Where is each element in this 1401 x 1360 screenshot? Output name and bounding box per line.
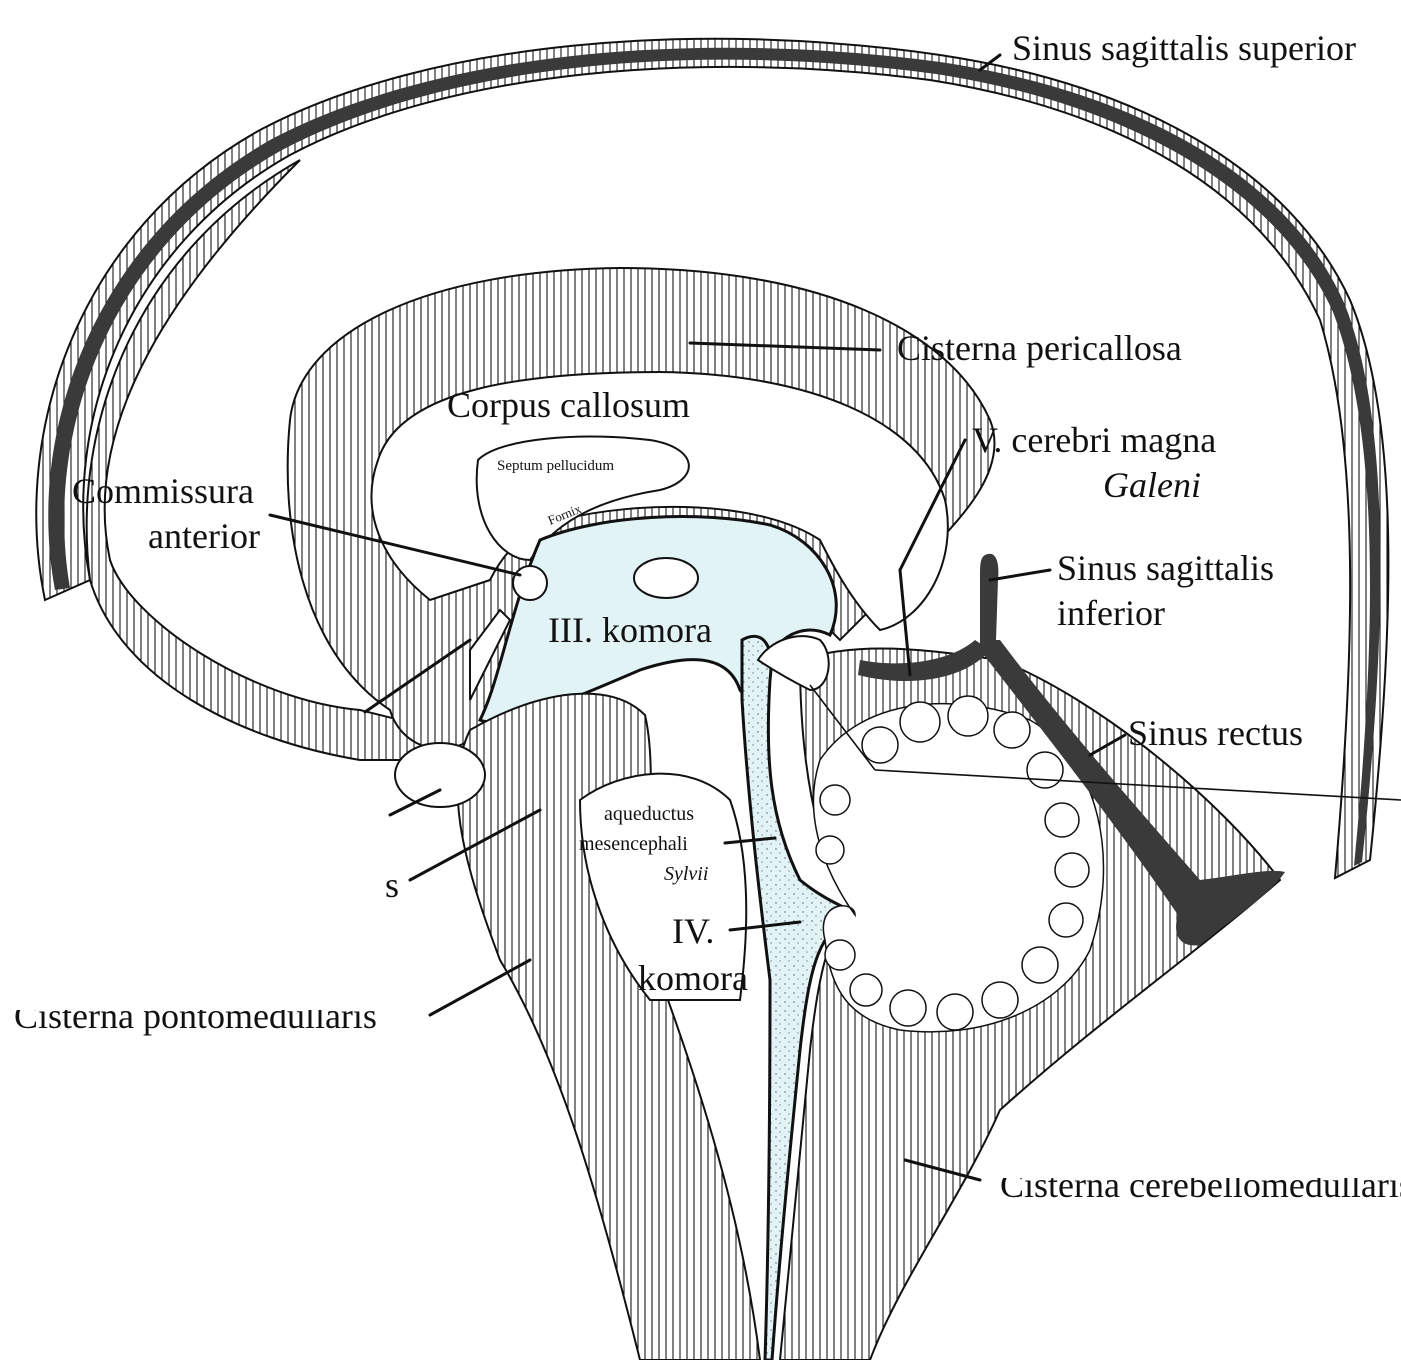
label-sinus-rectus: Sinus rectus [1128, 713, 1303, 753]
label-iii-komora: III. komora [548, 610, 712, 650]
label-sinus-sagittalis-superior: Sinus sagittalis superior [1012, 28, 1356, 68]
label-aqueductus-line3: Sylvii [664, 863, 708, 885]
label-v-cerebri-magna: V. cerebri magna [972, 420, 1216, 460]
label-corpus-callosum: Corpus callosum [447, 385, 690, 425]
label-commissura-anterior-line2: anterior [148, 516, 260, 556]
commissura-anterior-shape [513, 566, 547, 600]
label-commissura-anterior-line1: Commissura [72, 471, 254, 511]
label-aqueductus-line1: aqueductus [604, 803, 694, 825]
label-cisterna-pontomedullaris: Cisterna pontomedullaris [14, 996, 377, 1036]
label-partial-s: s [385, 865, 399, 905]
label-sinus-sagittalis-inferior-line2: inferior [1057, 593, 1165, 633]
label-sinus-sagittalis-inferior-line1: Sinus sagittalis [1057, 548, 1274, 588]
label-galeni: Galeni [1103, 465, 1201, 505]
massa-intermedia [634, 558, 698, 598]
label-iv-komora-line2: komora [638, 958, 748, 998]
hypophysis-shape [395, 743, 485, 807]
label-cisterna-cerebellomedullaris: Cisterna cerebellomedullaris [1000, 1165, 1401, 1205]
label-aqueductus-line2: mesencephali [579, 833, 688, 855]
label-iv-komora-line1: IV. [672, 911, 714, 951]
label-septum-pellucidum: Septum pellucidum [497, 458, 614, 474]
sinus-sagittalis-inferior-shape [980, 554, 998, 640]
label-cisterna-pericallosa: Cisterna pericallosa [897, 328, 1182, 368]
